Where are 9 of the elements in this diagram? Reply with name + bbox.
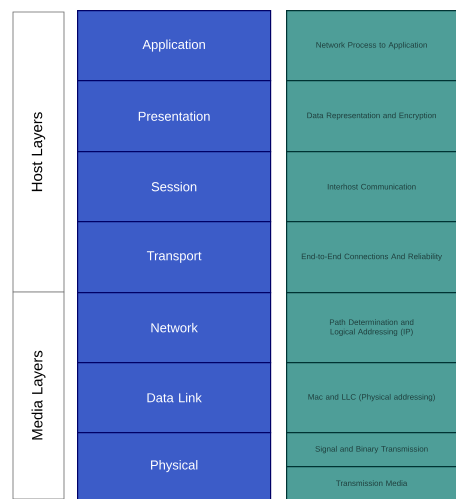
layer-box: Transport xyxy=(77,221,272,294)
layer-box: Presentation xyxy=(77,80,272,152)
layer-group-band: Host Layers xyxy=(12,12,64,292)
layer-box: Physical xyxy=(77,432,272,499)
layer-box: Data Link xyxy=(77,362,272,434)
layer-box: Application xyxy=(77,10,272,82)
layer-box: Session xyxy=(77,151,272,222)
layer-group-band: Media Layers xyxy=(12,292,64,499)
layer-box: Network xyxy=(77,292,272,364)
